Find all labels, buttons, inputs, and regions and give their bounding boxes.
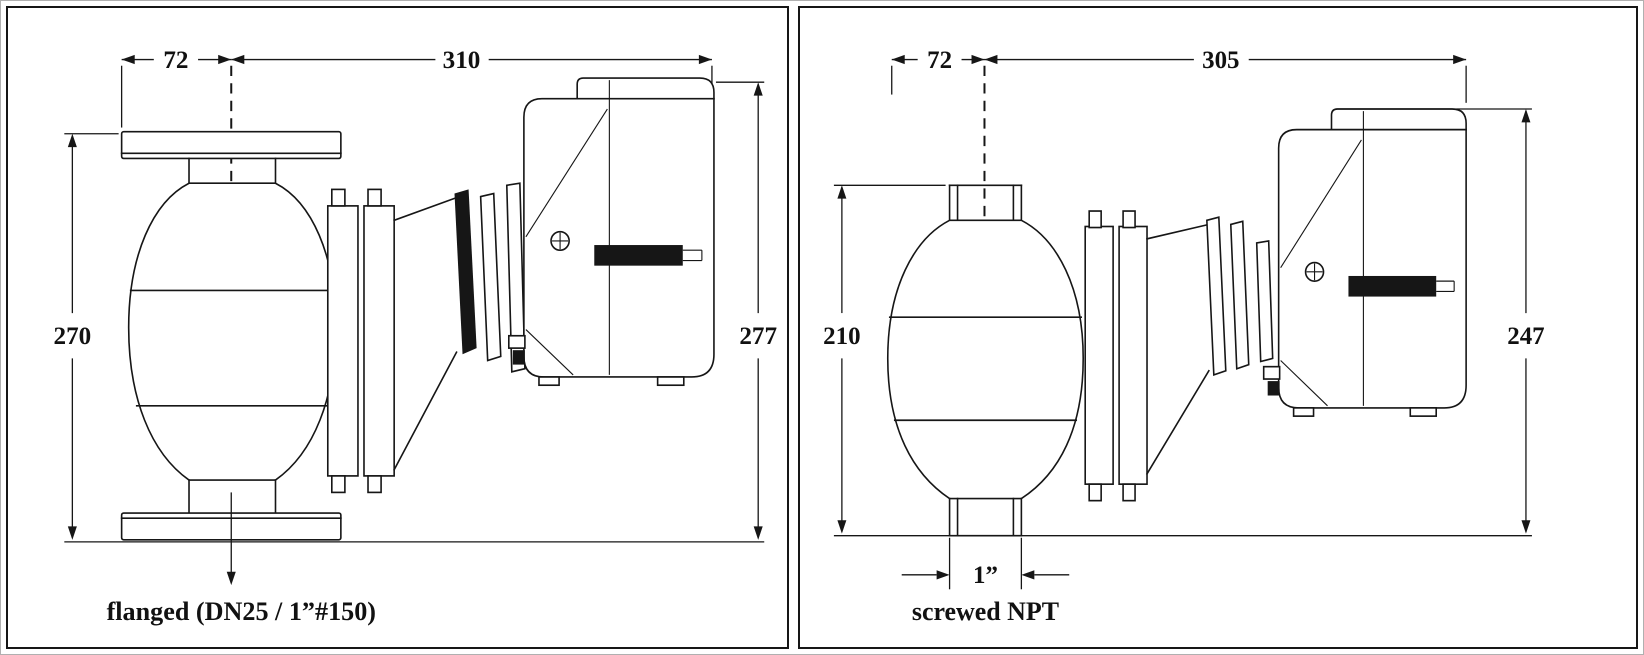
dim-length-value: 310 [443, 44, 481, 73]
dim-offset-value: 72 [928, 45, 953, 73]
dim-overall-height-247: 247 [1456, 108, 1546, 534]
cone-transition [1146, 216, 1274, 475]
dim-body-height-270: 270 [54, 133, 119, 540]
dim-body-height-value: 270 [54, 321, 92, 350]
connection-caption: screwed NPT [912, 597, 1060, 626]
dim-overall-height-277: 277 [715, 81, 777, 540]
dim-body-height-210: 210 [824, 184, 946, 534]
dim-offset-72: 72 [891, 45, 985, 95]
connection-caption: flanged (DN25 / 1”#150) [107, 596, 376, 626]
flanged-drawing-panel: 72 310 270 [6, 6, 790, 649]
actuator-head [507, 77, 715, 387]
screwed-drawing-panel: 72 305 210 [798, 6, 1638, 649]
dim-port-1in: 1” [902, 537, 1070, 590]
dim-offset-value: 72 [163, 44, 188, 73]
dim-port-value: 1” [973, 561, 998, 589]
dim-length-305: 305 [984, 45, 1468, 103]
nameplate-bar [1348, 275, 1437, 297]
conduit-entry [512, 350, 525, 365]
nameplate-bar [594, 245, 683, 266]
dim-body-height-value: 210 [824, 322, 861, 350]
conduit-entry [1268, 381, 1281, 396]
connection-leader-arrow [226, 492, 236, 586]
mounting-flange-plates [1084, 210, 1149, 502]
dim-length-value: 305 [1202, 45, 1239, 73]
mounting-flange-plates [326, 188, 395, 494]
valve-body-screwed [887, 184, 1085, 537]
flanged-drawing: 72 310 270 [54, 44, 778, 626]
actuator-head [1263, 108, 1468, 417]
cone-transition [393, 182, 526, 471]
dim-offset-72: 72 [120, 44, 232, 128]
valve-body-flanged [120, 130, 342, 541]
gasket-band [454, 189, 477, 355]
dim-overall-height-value: 277 [739, 321, 777, 350]
dim-overall-height-value: 247 [1508, 322, 1546, 350]
dim-length-310: 310 [231, 44, 713, 99]
screwed-drawing: 72 305 210 [824, 45, 1546, 626]
